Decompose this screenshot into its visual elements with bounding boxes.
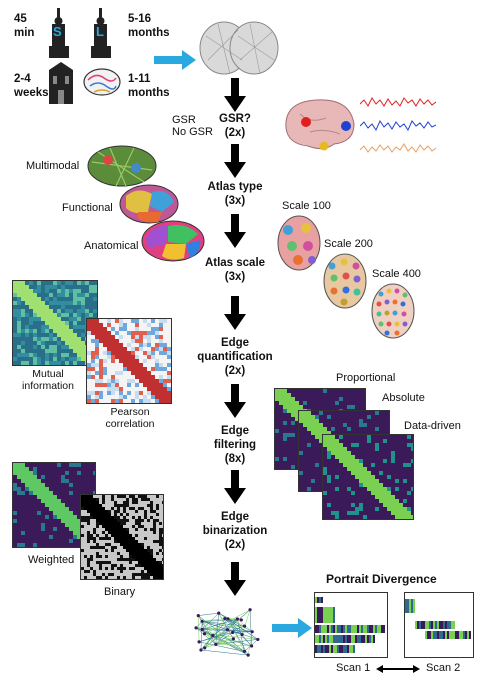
atlas-brain-anatomical <box>140 218 206 264</box>
gsr-option: GSR <box>172 114 196 126</box>
portrait-divergence-title: Portrait Divergence <box>326 572 437 586</box>
statue-of-liberty-icon-long <box>86 6 116 58</box>
step-name: Edge filtering <box>213 425 257 451</box>
atlas-type-functional-label: Functional <box>62 202 113 214</box>
step-count: (3x) <box>224 195 246 207</box>
mutual-information-matrix <box>12 280 98 366</box>
statue-of-liberty-icon-short <box>44 6 74 58</box>
duration-short-label: 45 min <box>14 13 35 39</box>
step-name: Atlas scale <box>204 257 266 269</box>
step-count: (3x) <box>224 271 246 283</box>
filter-absolute-label: Absolute <box>382 392 425 404</box>
atlas-brain-functional <box>118 182 180 226</box>
binary-label: Binary <box>104 586 136 598</box>
pipeline-step-atlas-scale: Atlas scale (3x) <box>190 256 280 284</box>
network-graph-image <box>186 600 266 662</box>
building-icon <box>46 62 76 104</box>
portrait-scan2-label: Scan 2 <box>426 662 461 674</box>
pipeline-step-edge-filtering: Edge filtering (8x) <box>190 424 280 466</box>
pearson-correlation-label: Pearson correlation <box>105 406 155 430</box>
interval-weeks-label: 2-4 weeks <box>14 73 49 99</box>
data-driven-matrix <box>322 434 414 520</box>
step-count: (2x) <box>224 365 246 377</box>
no-gsr-option: No GSR <box>172 126 213 138</box>
atlas-scale-200-brain <box>322 252 368 310</box>
arrow-right-icon-bottom <box>272 618 312 638</box>
mutual-information-label: Mutual information <box>22 368 74 392</box>
down-arrow-icon <box>224 296 246 330</box>
atlas-scale-100-brain <box>276 214 322 272</box>
pipeline-step-gsr: GSR? (2x) <box>205 112 265 140</box>
filter-proportional-label: Proportional <box>336 372 396 384</box>
portrait-scan2-matrix <box>404 592 474 658</box>
step-count: (2x) <box>224 539 246 551</box>
filter-data-driven-label: Data-driven <box>404 420 461 432</box>
pipeline-step-edge-binarization: Edge binarization (2x) <box>180 510 290 552</box>
brain-icon-small <box>82 66 122 100</box>
pipeline-step-atlas-type: Atlas type (3x) <box>190 180 280 208</box>
session-long-badge: L <box>96 24 104 39</box>
atlas-scale-400-brain <box>370 282 416 340</box>
gsr-brain-image <box>280 94 358 156</box>
interval-months-label: 1-11 months <box>128 73 170 99</box>
double-arrow-icon <box>376 664 420 674</box>
step-count: (8x) <box>224 453 246 465</box>
pipeline-step-edge-quantification: Edge quantification (2x) <box>180 336 290 378</box>
down-arrow-icon <box>224 144 246 178</box>
atlas-scale-200-label: Scale 200 <box>324 238 373 250</box>
atlas-brain-multimodal <box>86 144 158 190</box>
step-name: Edge quantification <box>197 337 273 363</box>
weighted-label: Weighted <box>28 554 75 566</box>
step-count: (2x) <box>224 127 246 139</box>
portrait-scan1-matrix <box>314 592 388 658</box>
down-arrow-icon <box>224 78 246 112</box>
arrow-right-icon-top <box>154 50 196 70</box>
atlas-scale-100-label: Scale 100 <box>282 200 331 212</box>
down-arrow-icon <box>224 470 246 504</box>
step-name: GSR? <box>219 113 251 125</box>
step-name: Edge binarization <box>202 511 268 537</box>
brain-mesh-image <box>198 16 280 80</box>
portrait-scan1-label: Scan 1 <box>336 662 371 674</box>
atlas-type-multimodal-label: Multimodal <box>26 160 80 172</box>
binary-matrix <box>80 494 164 580</box>
timeseries-plot <box>360 94 436 158</box>
pearson-correlation-matrix <box>86 318 172 404</box>
atlas-scale-400-label: Scale 400 <box>372 268 421 280</box>
atlas-type-anatomical-label: Anatomical <box>84 240 139 252</box>
down-arrow-icon <box>224 384 246 418</box>
down-arrow-icon <box>224 562 246 596</box>
down-arrow-icon <box>224 214 246 248</box>
followup-long-label: 5-16 months <box>128 13 170 39</box>
step-name: Atlas type <box>207 181 263 193</box>
session-short-badge: S <box>53 24 62 39</box>
